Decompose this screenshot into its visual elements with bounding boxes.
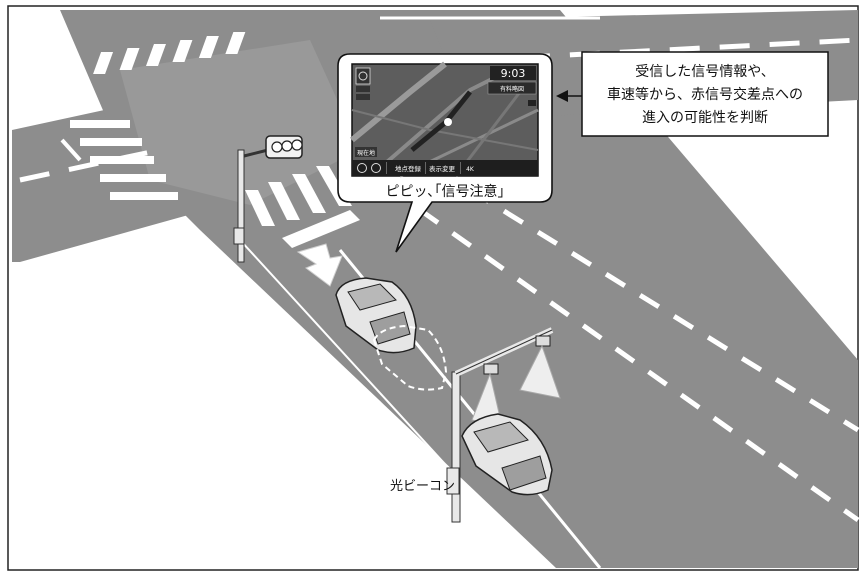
road-edge-left <box>60 138 82 162</box>
callout-line: 受信した信号情報や、 <box>635 64 775 80</box>
nav-screen: 9:03 有料略図 現在地 地点登録 表示変更 4K <box>350 61 539 178</box>
zoom-out-icon <box>371 163 381 173</box>
crosswalk-north <box>93 32 246 74</box>
bottom-bar-item: 地点登録 <box>395 164 422 173</box>
zoom-in-icon <box>357 163 367 173</box>
location-label: 現在地 <box>357 149 375 157</box>
optical-beacon-icon <box>446 327 561 523</box>
compass-icon <box>358 71 368 81</box>
intersection <box>120 40 360 205</box>
crosswalk-west <box>70 120 178 200</box>
callout-box: 受信した信号情報や、 車速等から、赤信号交差点への 進入の可能性を判断 <box>581 51 829 137</box>
ghost-car <box>372 324 448 391</box>
direction-arrow-icon <box>296 243 343 287</box>
stop-line <box>282 210 360 248</box>
bottom-bar-item: 4K <box>466 166 475 173</box>
callout-arrow-icon <box>556 90 582 102</box>
bottom-bar-item: 表示変更 <box>429 164 456 173</box>
car-icon <box>461 413 553 496</box>
beacon-label: 光ビーコン <box>390 479 455 494</box>
route-button: 有料略図 <box>500 85 524 93</box>
clock-time: 9:03 <box>501 67 526 80</box>
traffic-light-icon <box>233 135 303 263</box>
speech-bubble: 9:03 有料略図 現在地 地点登録 表示変更 4K ピピッ､｢信号注意｣ <box>337 53 553 253</box>
callout-line: 進入の可能性を判断 <box>642 110 768 126</box>
bubble-caption: ピピッ､｢信号注意｣ <box>386 183 505 200</box>
callout-line: 車速等から、赤信号交差点への <box>607 86 803 103</box>
